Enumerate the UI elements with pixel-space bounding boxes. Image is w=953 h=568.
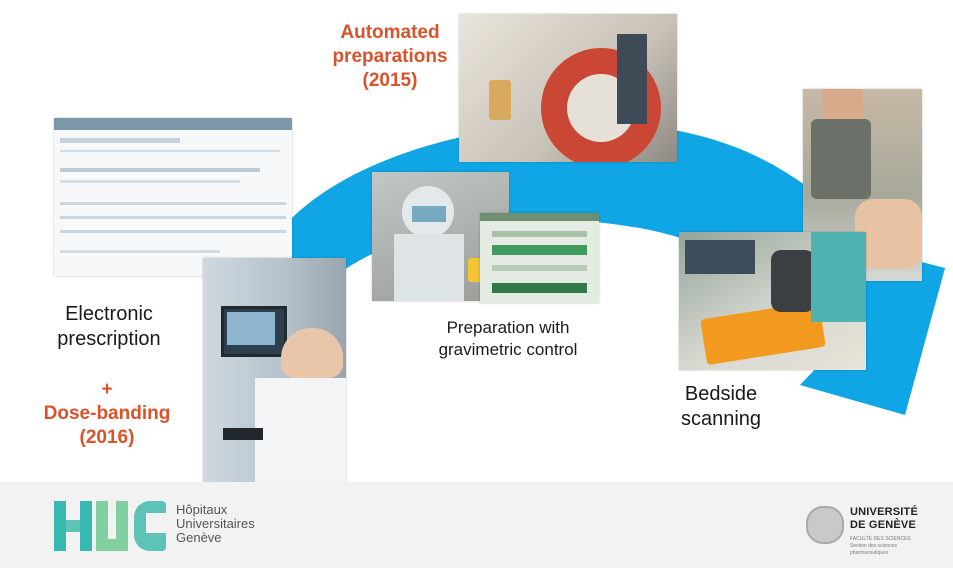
unige-sub-line3: pharmaceutiques (850, 550, 889, 556)
unige-title-line1: UNIVERSITÉ (850, 506, 919, 518)
dose-banding-label: + Dose-banding (2016) (18, 378, 196, 450)
unige-logo: UNIVERSITÉ DE GENÈVE FACULTÉ DES SCIENCE… (806, 500, 946, 566)
automated-line2: preparations (332, 46, 448, 67)
automated-year: (2015) (362, 70, 418, 91)
pharmacist-at-computer-image (203, 258, 346, 486)
dose-year: (2016) (79, 427, 135, 448)
dose-plus: + (101, 379, 113, 400)
gravimetric-software-image (480, 213, 599, 303)
automated-preparations-label: Automated preparations (2015) (300, 21, 480, 93)
hug-text-line2: Universitaires (176, 516, 255, 531)
hug-text-line1: Hôpitaux (176, 502, 228, 517)
unige-seal-icon (806, 506, 844, 544)
hug-logo: Hôpitaux Universitaires Genève (54, 497, 274, 557)
barcode-scanner-image (679, 232, 866, 370)
automated-line1: Automated (340, 22, 440, 43)
hug-text-line3: Genève (176, 530, 222, 545)
dose-line1: Dose-banding (43, 403, 171, 424)
unige-sub-line1: FACULTÉ DES SCIENCES (850, 536, 911, 542)
electronic-prescription-label: Electronic prescription (24, 302, 194, 352)
prescription-screenshot-image (54, 118, 292, 276)
robot-preparation-image (459, 14, 677, 162)
gravimetric-control-label: Preparation with gravimetric control (393, 317, 623, 361)
bedside-scanning-label: Bedside scanning (651, 382, 791, 432)
unige-sub-line2: Section des sciences (850, 543, 897, 549)
gravimetric-line1: Preparation with (446, 318, 570, 337)
bedside-line2: scanning (680, 408, 762, 430)
bedside-line1: Bedside (684, 383, 758, 405)
unige-title-line2: DE GENÈVE (850, 519, 916, 531)
hug-logo-mark (54, 501, 166, 551)
electronic-line1: Electronic (65, 303, 153, 325)
electronic-line2: prescription (57, 328, 161, 350)
gravimetric-line2: gravimetric control (438, 340, 578, 359)
